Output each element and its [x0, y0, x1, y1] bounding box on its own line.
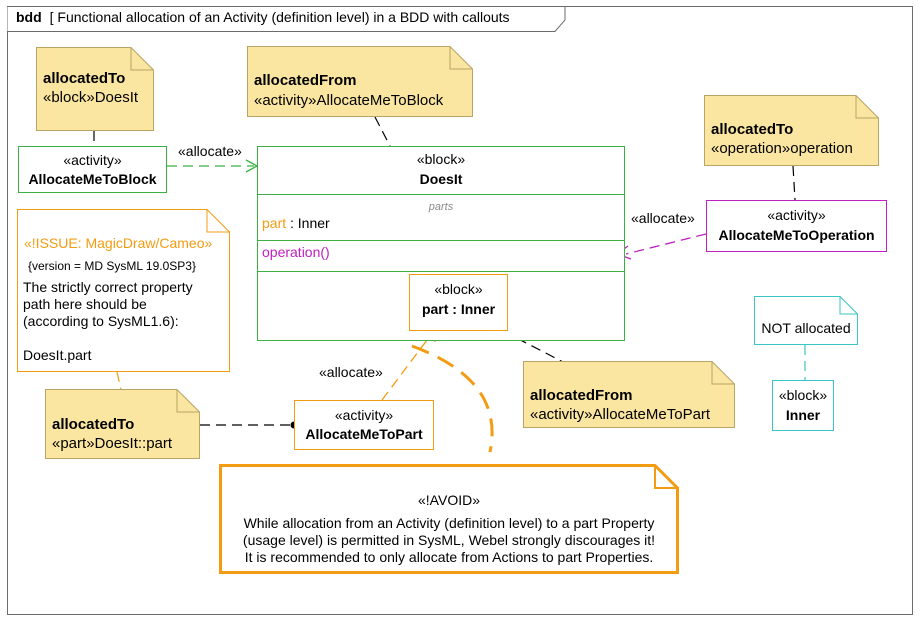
- stereotype: «block»: [434, 281, 483, 297]
- frame-tab-outline: [7, 6, 566, 32]
- allocate-label-block: «allocate»: [178, 143, 242, 159]
- issue-title: «!ISSUE: MagicDraw/Cameo»: [24, 235, 213, 251]
- avoid-line1: While allocation from an Activity (defin…: [243, 515, 655, 531]
- issue-line2: path here should be: [23, 296, 147, 312]
- note-allocated-from-block: allocatedFrom «activity»AllocateMeToBloc…: [247, 46, 473, 117]
- issue-line1: The strictly correct property: [23, 279, 193, 295]
- stereotype: «activity»: [767, 207, 826, 223]
- activity-allocate-me-to-operation[interactable]: «activity» AllocateMeToOperation: [706, 200, 887, 252]
- block-name: AllocateMeToBlock: [28, 171, 157, 187]
- avoid-title: «!AVOID»: [418, 492, 480, 508]
- block-name: Inner: [785, 407, 821, 423]
- anchor-part-note: [502, 330, 566, 364]
- block-name: AllocateMeToPart: [305, 426, 423, 442]
- activity-allocate-me-to-block[interactable]: «activity» AllocateMeToBlock: [18, 146, 167, 193]
- note-allocated-to-part: allocatedTo «part»DoesIt::part: [45, 389, 200, 459]
- operation-item[interactable]: operation(): [262, 244, 330, 260]
- note-body: «activity»AllocateMeToPart: [530, 406, 711, 423]
- frame-title-text: [ Functional allocation of an Activity (…: [49, 9, 510, 25]
- part-name: part: [262, 215, 287, 231]
- note-not-allocated: NOT allocated: [754, 296, 858, 345]
- allocate-arrow-operation: [625, 233, 707, 255]
- note-title: allocatedTo: [711, 121, 794, 138]
- part-property[interactable]: part : Inner: [262, 215, 330, 231]
- stereotype: «activity»: [63, 152, 122, 168]
- allocate-arrow-part: [381, 331, 434, 401]
- stereotype: «activity»: [334, 407, 394, 423]
- block-name: AllocateMeToOperation: [718, 227, 875, 243]
- part-type: : Inner: [286, 215, 330, 231]
- block-doesit[interactable]: «block» DoesIt parts part : Inner operat…: [257, 146, 625, 341]
- allocate-label-part: «allocate»: [319, 364, 383, 380]
- note-body: «part»DoesIt::part: [52, 435, 173, 452]
- block-name: DoesIt: [419, 171, 463, 187]
- divider: [258, 194, 624, 195]
- avoid-anchor-curve: [411, 344, 494, 453]
- note-allocated-from-part: allocatedFrom «activity»AllocateMeToPart: [523, 361, 735, 428]
- frame-title: bdd [ Functional allocation of an Activit…: [16, 9, 510, 25]
- part-inner-symbol[interactable]: «block» part : Inner: [409, 274, 508, 331]
- parts-compartment-header: parts: [428, 201, 454, 213]
- note-allocated-to-operation: allocatedTo «operation»operation: [704, 95, 879, 166]
- doesit-header: «block» DoesIt: [258, 151, 624, 187]
- note-title: allocatedTo: [52, 416, 135, 433]
- note-avoid: «!AVOID» While allocation from an Activi…: [219, 464, 679, 574]
- anchor-operation-note: [792, 165, 796, 201]
- issue-line4: DoesIt.part: [23, 347, 92, 363]
- avoid-line3: It is recommended to only allocate from …: [244, 549, 654, 565]
- block-name: part : Inner: [421, 301, 496, 317]
- avoid-line2: (usage level) is permitted in SysML, Web…: [242, 532, 656, 548]
- not-allocated-text: NOT allocated: [761, 320, 851, 336]
- issue-line3: (according to SysML1.6):: [23, 313, 179, 329]
- note-allocated-to-doesit: allocatedTo «block»DoesIt: [36, 47, 154, 131]
- divider: [258, 271, 624, 272]
- issue-version: {version = MD SysML 19.0SP3}: [28, 259, 196, 273]
- note-body: «activity»AllocateMeToBlock: [254, 92, 444, 109]
- block-inner[interactable]: «block» Inner: [772, 380, 834, 431]
- stereotype: «block»: [778, 387, 828, 403]
- note-issue-magicdraw: «!ISSUE: MagicDraw/Cameo» {version = MD …: [17, 209, 230, 372]
- note-title: allocatedFrom: [254, 72, 357, 89]
- note-body: «operation»operation: [711, 140, 853, 157]
- activity-allocate-me-to-part[interactable]: «activity» AllocateMeToPart: [294, 400, 434, 450]
- note-body: «block»DoesIt: [43, 89, 139, 106]
- note-title: allocatedTo: [43, 70, 126, 87]
- note-title: allocatedFrom: [530, 387, 633, 404]
- stereotype: «block»: [416, 151, 466, 167]
- anchor-block-note: [374, 116, 391, 147]
- anchor-issue-note: [116, 371, 122, 391]
- frame-kind: bdd: [16, 9, 42, 25]
- allocate-label-operation: «allocate»: [631, 210, 695, 226]
- divider: [258, 240, 624, 241]
